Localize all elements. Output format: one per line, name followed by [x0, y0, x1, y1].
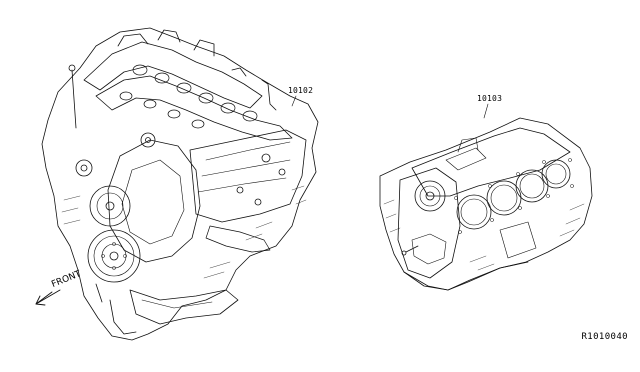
leader-10102 [291, 95, 297, 107]
part-label-10102: 10102 [288, 86, 314, 95]
part-label-10103: 10103 [477, 94, 503, 103]
short-block-drawing [379, 117, 593, 291]
engine-assembly-drawing [41, 27, 319, 341]
leader-10103 [483, 103, 489, 119]
front-arrow-icon [35, 289, 61, 306]
reference-code: R1010040 [581, 332, 628, 342]
